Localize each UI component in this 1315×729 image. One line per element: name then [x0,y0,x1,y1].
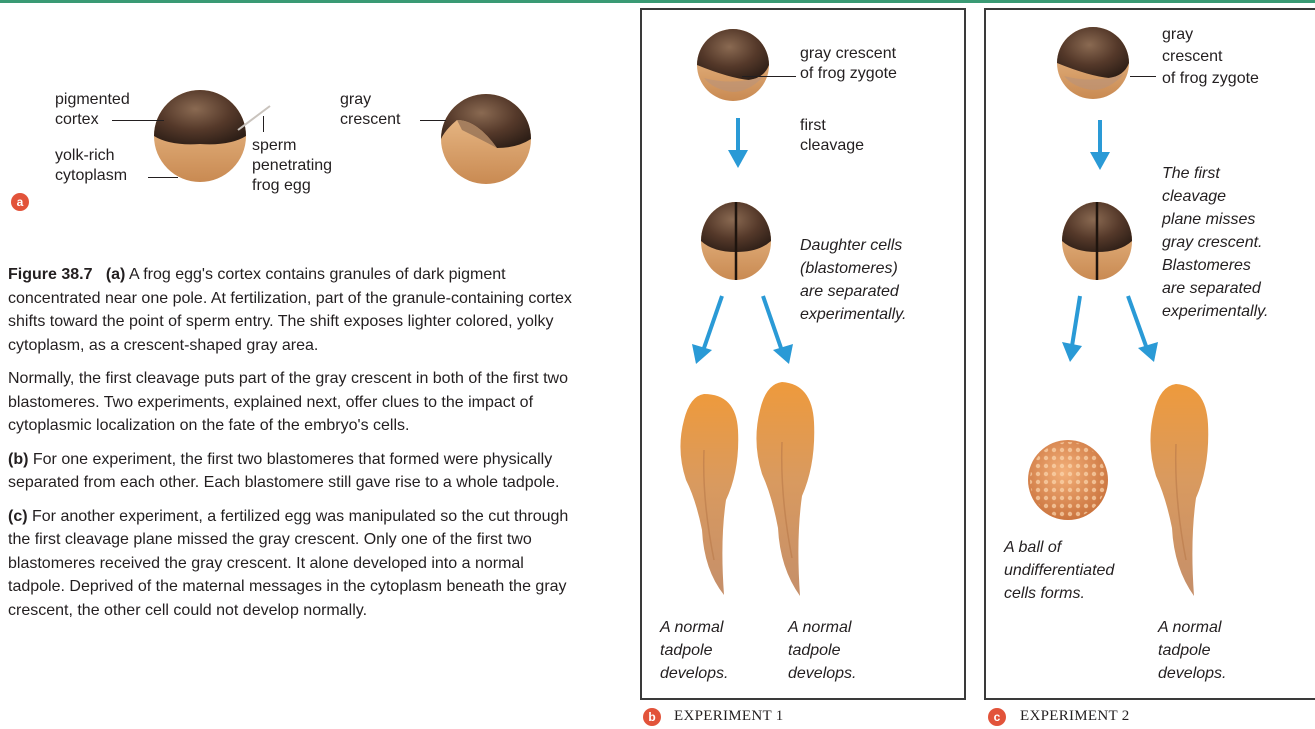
label-cytoplasm: cytoplasm [55,166,127,186]
sperm-label: sperm penetrating frog egg [252,136,332,196]
exp2-cleavage-label: The first cleavage plane misses gray cre… [1162,162,1268,323]
experiment-1-zygote [694,26,772,104]
exp2-cleavage-line1: The first [1162,162,1268,185]
caption-text-normal: Normally, the first cleavage puts part o… [8,370,568,434]
exp1-tadpole-right [750,378,822,600]
exp2-outcome-right-line3: develops. [1158,662,1227,685]
caption-paragraph-normal: Normally, the first cleavage puts part o… [8,367,583,438]
caption-paragraph-b: (b) For one experiment, the first two bl… [8,448,583,495]
label-pigmented: pigmented [55,90,130,110]
exp1-outcome-left: A normal tadpole develops. [660,616,729,685]
exp2-arrow-left [1058,296,1088,364]
exp1-daughter-line2: (blastomeres) [800,257,906,280]
exp1-daughter-label: Daughter cells (blastomeres) are separat… [800,234,906,326]
exp1-arrow-right [755,296,797,366]
gray-crescent-leader [420,120,446,121]
label-frog-egg: frog egg [252,176,332,196]
exp2-arrow-right [1120,296,1162,364]
label-penetrating: penetrating [252,156,332,176]
exp1-outcome-left-line3: develops. [660,662,729,685]
exp1-arrow-left [688,296,730,366]
exp2-outcome-right-line1: A normal [1158,616,1227,639]
exp1-zygote-line2: of frog zygote [800,64,897,84]
exp2-outcome-right: A normal tadpole develops. [1158,616,1227,685]
caption-text-a: A frog egg's cortex contains granules of… [8,266,572,354]
caption-text-c: For another experiment, a fertilized egg… [8,508,568,619]
exp1-daughter-line3: are separated [800,280,906,303]
pigmented-cortex-label: pigmented cortex [55,90,130,130]
label-crescent: crescent [340,110,400,130]
gray-crescent-label: gray crescent [340,90,400,130]
label-yolk-rich: yolk-rich [55,146,127,166]
exp2-cleavage-line3: plane misses [1162,208,1268,231]
experiment-1-title: EXPERIMENT 1 [674,708,784,725]
exp2-cleavage-line6: are separated [1162,277,1268,300]
exp1-two-cell-embryo [699,200,773,282]
exp2-outcome-left: A ball of undifferentiated cells forms. [1004,536,1114,605]
figure-caption: Figure 38.7 (a) A frog egg's cortex cont… [8,263,583,632]
exp2-zygote-leader [1130,76,1156,77]
exp2-zygote-line2: crescent [1162,46,1259,68]
sperm-leader [263,116,264,132]
exp2-zygote-line1: gray [1162,24,1259,46]
exp1-zygote-line1: gray crescent [800,44,897,64]
caption-tag-b: (b) [8,451,28,468]
experiment-1-badge: b [643,708,661,726]
exp1-outcome-left-line2: tadpole [660,639,729,662]
label-gray: gray [340,90,400,110]
exp1-outcome-left-line1: A normal [660,616,729,639]
caption-tag-a: (a) [106,266,126,283]
exp1-outcome-right-line2: tadpole [788,639,857,662]
exp1-cleavage-line2: cleavage [800,136,864,156]
experiment-2-title: EXPERIMENT 2 [1020,708,1130,725]
figure-label: Figure 38.7 [8,266,92,283]
exp1-zygote-label: gray crescent of frog zygote [800,44,897,84]
undifferentiated-cell-ball [1026,438,1110,522]
exp2-outcome-left-line1: A ball of [1004,536,1114,559]
exp1-outcome-right: A normal tadpole develops. [788,616,857,685]
exp2-outcome-left-line3: cells forms. [1004,582,1114,605]
exp1-arrow-cleavage [726,118,750,170]
yolk-rich-cytoplasm-label: yolk-rich cytoplasm [55,146,127,186]
exp1-cleavage-line1: first [800,116,864,136]
exp2-cleavage-line7: experimentally. [1162,300,1268,323]
exp1-cleavage-label: first cleavage [800,116,864,156]
exp1-daughter-line4: experimentally. [800,303,906,326]
label-sperm: sperm [252,136,332,156]
yolk-leader [148,177,178,178]
exp2-arrow-cleavage [1088,120,1112,172]
top-accent-bar [0,0,1315,3]
caption-tag-c: (c) [8,508,28,525]
exp2-tadpole [1144,380,1216,600]
exp2-cleavage-line4: gray crescent. [1162,231,1268,254]
exp2-two-cell-embryo [1060,200,1134,282]
experiment-2-badge: c [988,708,1006,726]
caption-paragraph-c: (c) For another experiment, a fertilized… [8,505,583,623]
exp2-outcome-left-line2: undifferentiated [1004,559,1114,582]
exp1-outcome-right-line3: develops. [788,662,857,685]
panel-a-badge: a [11,193,29,211]
experiment-2-zygote [1054,24,1132,102]
exp2-outcome-right-line2: tadpole [1158,639,1227,662]
exp2-zygote-line3: of frog zygote [1162,68,1259,90]
caption-paragraph-a: Figure 38.7 (a) A frog egg's cortex cont… [8,263,583,357]
exp1-outcome-right-line1: A normal [788,616,857,639]
exp2-cleavage-line2: cleavage [1162,185,1268,208]
frog-egg-illustration [150,86,250,186]
gray-crescent-egg-illustration [437,90,535,188]
exp2-zygote-label: gray crescent of frog zygote [1162,24,1259,90]
exp1-tadpole-left [674,390,746,600]
exp1-zygote-leader [742,76,796,77]
exp2-cleavage-line5: Blastomeres [1162,254,1268,277]
caption-text-b: For one experiment, the first two blasto… [8,451,559,492]
exp1-daughter-line1: Daughter cells [800,234,906,257]
pigmented-cortex-leader [112,120,164,121]
